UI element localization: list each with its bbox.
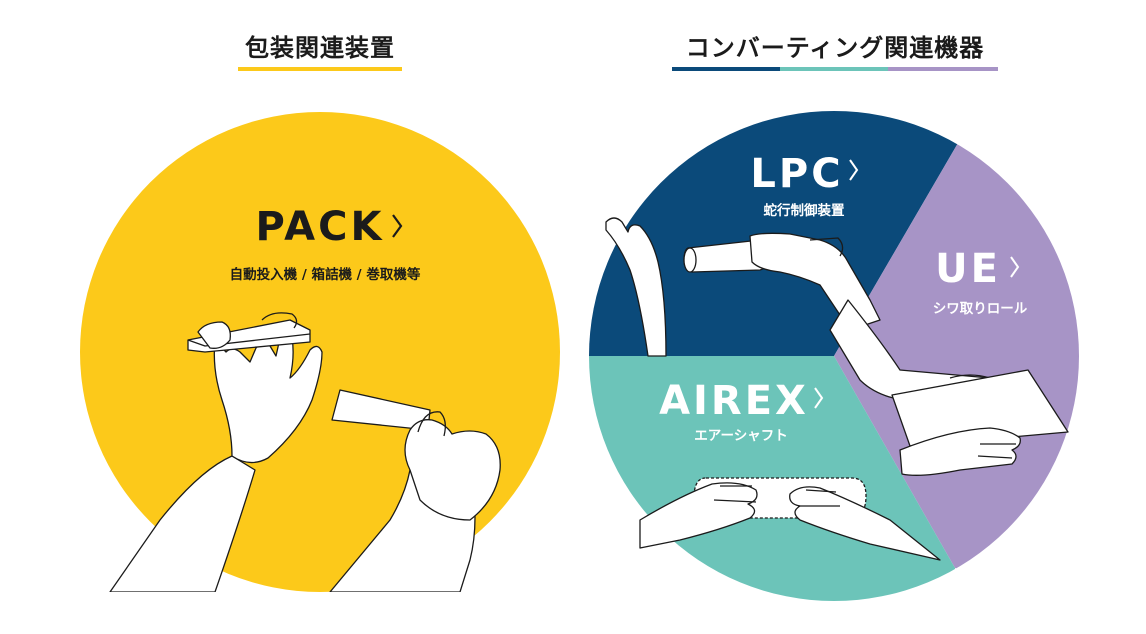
heading-packaging: 包装関連装置	[245, 34, 395, 62]
chevron-right-icon	[849, 159, 859, 181]
converting-hands-illustration	[605, 217, 1069, 561]
underline-packaging	[238, 67, 402, 71]
chevron-right-icon	[814, 387, 824, 409]
ue-link[interactable]	[834, 90, 1100, 620]
underline-converting-lavender	[888, 67, 998, 71]
lpc-title: LPC	[750, 151, 843, 197]
chevron-right-icon	[392, 214, 403, 238]
underline-converting-navy	[672, 67, 780, 71]
airex-subtitle: エアーシャフト	[694, 428, 787, 444]
pack-link[interactable]: PACK 自動投入機 / 箱詰機 / 巻取機等	[80, 112, 560, 592]
ue-title: UE	[935, 246, 1001, 292]
lpc-subtitle: 蛇行制御装置	[764, 202, 845, 219]
ue-subtitle: シワ取りロール	[933, 301, 1028, 317]
ue-segment	[834, 111, 1079, 601]
pack-title: PACK	[256, 204, 385, 250]
pack-subtitle: 自動投入機 / 箱詰機 / 巻取機等	[230, 266, 421, 283]
pack-hands-illustration	[109, 312, 501, 592]
airex-title: AIREX	[659, 378, 809, 424]
chevron-right-icon	[1010, 256, 1020, 278]
underline-converting-teal	[780, 67, 888, 71]
heading-converting: コンバーティング関連機器	[685, 34, 985, 62]
